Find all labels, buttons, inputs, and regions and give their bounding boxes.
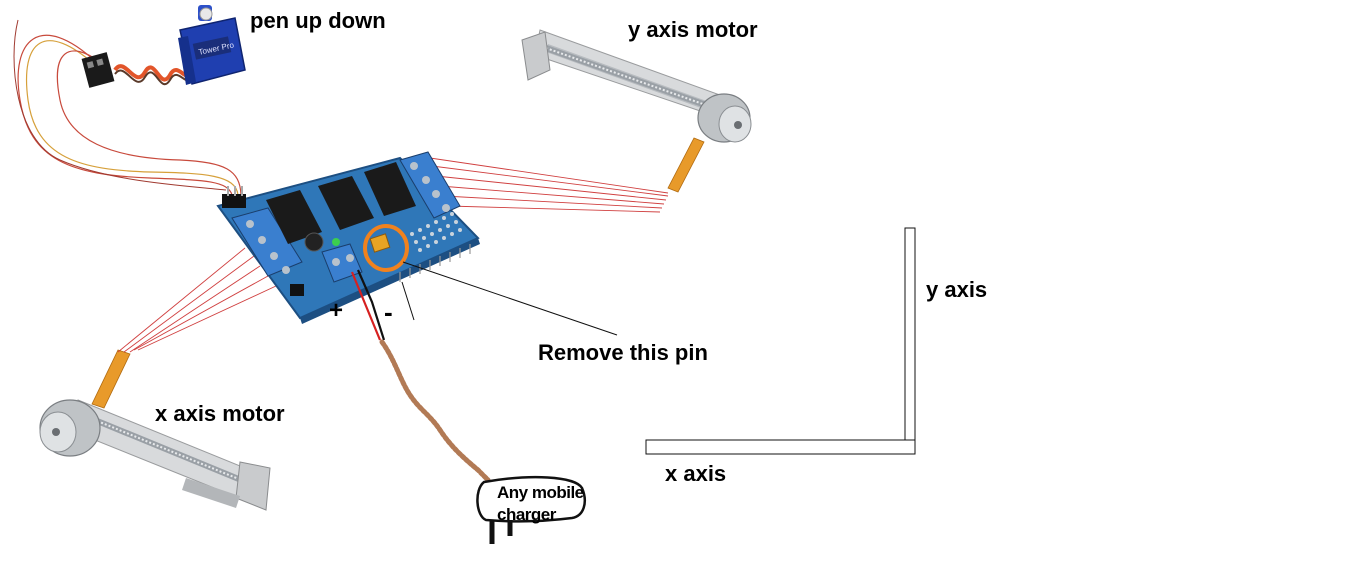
pen-up-down-label: pen up down [250,8,386,33]
servo-connector [81,52,115,88]
power-jumper [369,233,391,253]
remove-pin-label: Remove this pin [538,340,708,365]
charger-label-line2: charger [497,505,556,524]
x-axis-motor-label: x axis motor [155,401,285,426]
x-axis-label: x axis [665,461,727,486]
x-motor-wires [117,247,277,353]
left-terminals [231,207,303,277]
ic-chips [266,162,416,244]
remove-pin-pointer [402,261,618,336]
y-axis-label: y axis [926,277,988,302]
x-axis-motor [38,342,278,520]
pin-grid [410,212,462,252]
jumper-highlight-circle [363,224,409,272]
y-axis-motor [505,18,755,203]
motor-driver-board [216,151,480,324]
reset-button [290,284,304,296]
negative-terminal-label: - [384,297,393,327]
y-axis-bar [904,227,916,441]
servo-header [222,186,246,208]
power-wires [350,269,415,341]
bottom-pins [399,244,471,282]
charger-plug [476,475,586,544]
capacitor [304,232,324,252]
servo-body: Tower Pro [178,5,246,85]
y-axis-motor-label: y axis motor [628,17,758,42]
servo-motor: Tower Pro [13,5,246,196]
axis-frame [645,227,916,455]
x-axis-bar [645,439,916,455]
led [332,238,340,246]
positive-terminal-label: + [329,297,344,324]
y-motor-wires [429,157,669,213]
right-terminals [399,151,461,219]
charger-label-line1: Any mobile [497,483,584,502]
charger-cable [379,339,491,483]
